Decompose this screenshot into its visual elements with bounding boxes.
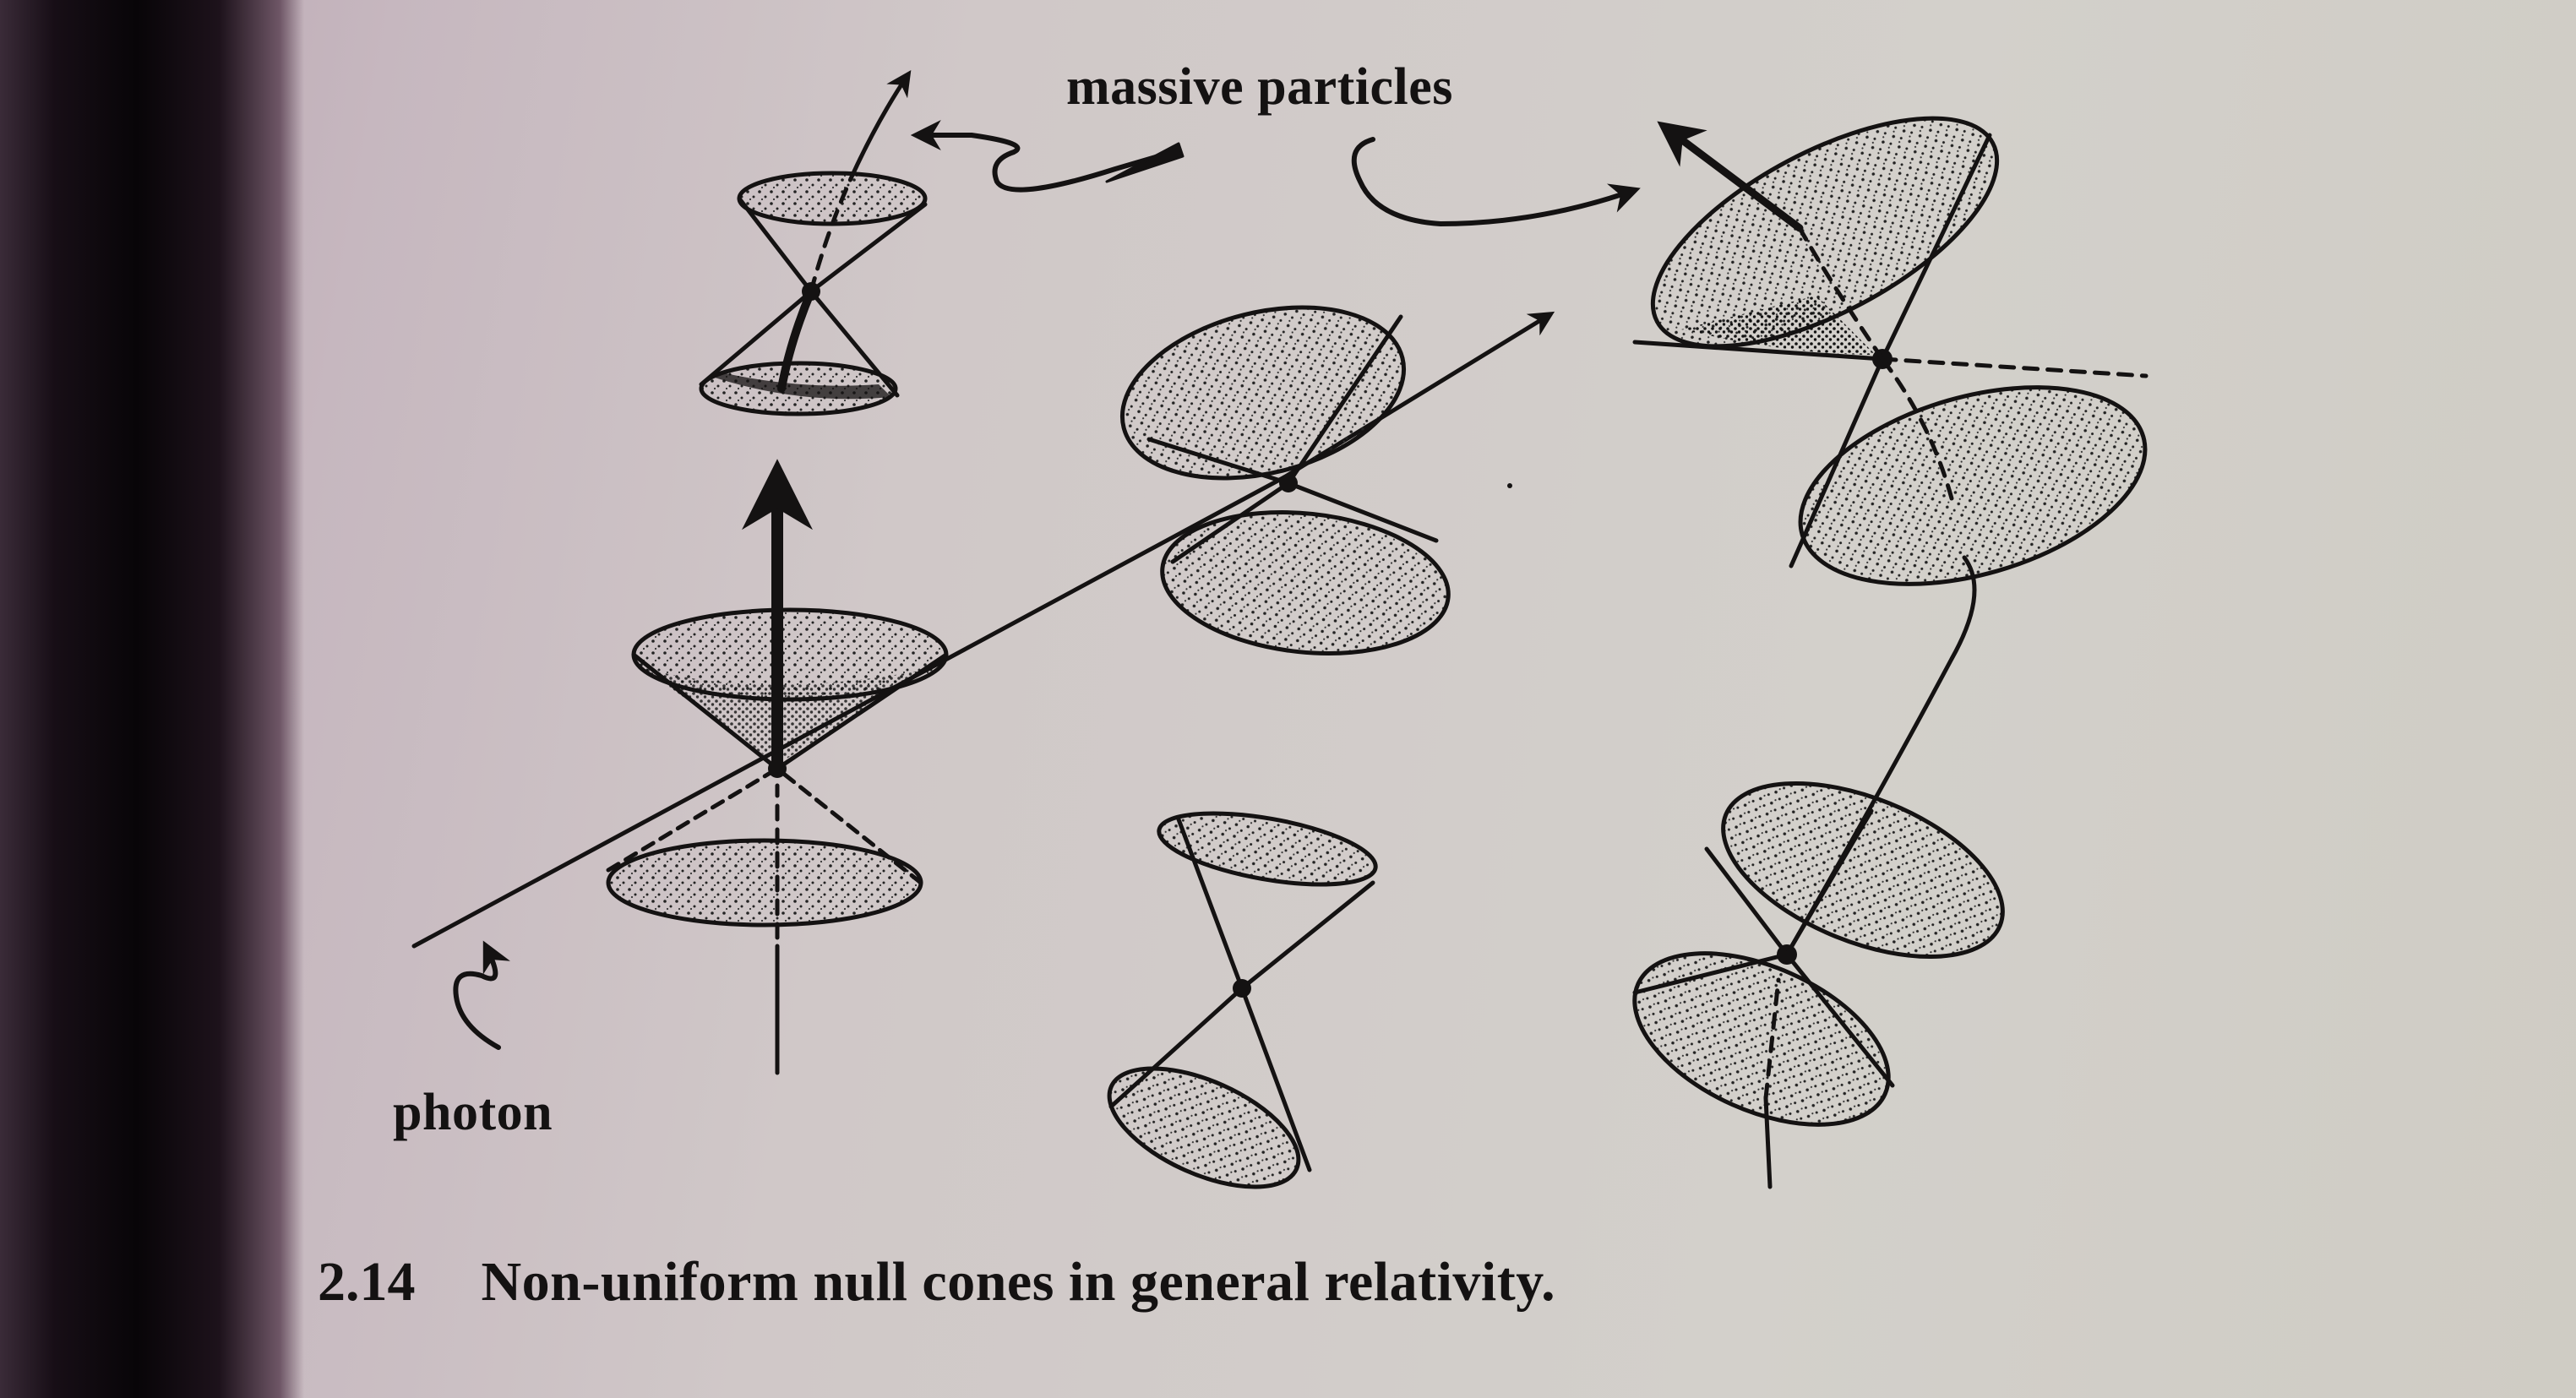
null-cone-2: [699, 70, 928, 416]
massive-particles-label: massive particles: [1066, 58, 1453, 116]
null-cone-4: [1107, 811, 1378, 1189]
null-cone-6: [1632, 555, 2005, 1189]
figure-number: 2.14: [318, 1251, 416, 1313]
photon-label: photon: [393, 1084, 553, 1141]
massive-particles-pointers: [910, 120, 1641, 226]
book-spine-shadow: [0, 0, 304, 1398]
null-cone-1: [606, 459, 949, 1075]
caption-text: Non-uniform null cones in general relati…: [481, 1251, 1556, 1313]
null-cone-5: [1632, 116, 2148, 586]
null-cone-3: [1119, 305, 1451, 655]
figure-caption: 2.14 Non-uniform null cones in general re…: [318, 1250, 1555, 1314]
photon-worldline: [411, 311, 1555, 1050]
